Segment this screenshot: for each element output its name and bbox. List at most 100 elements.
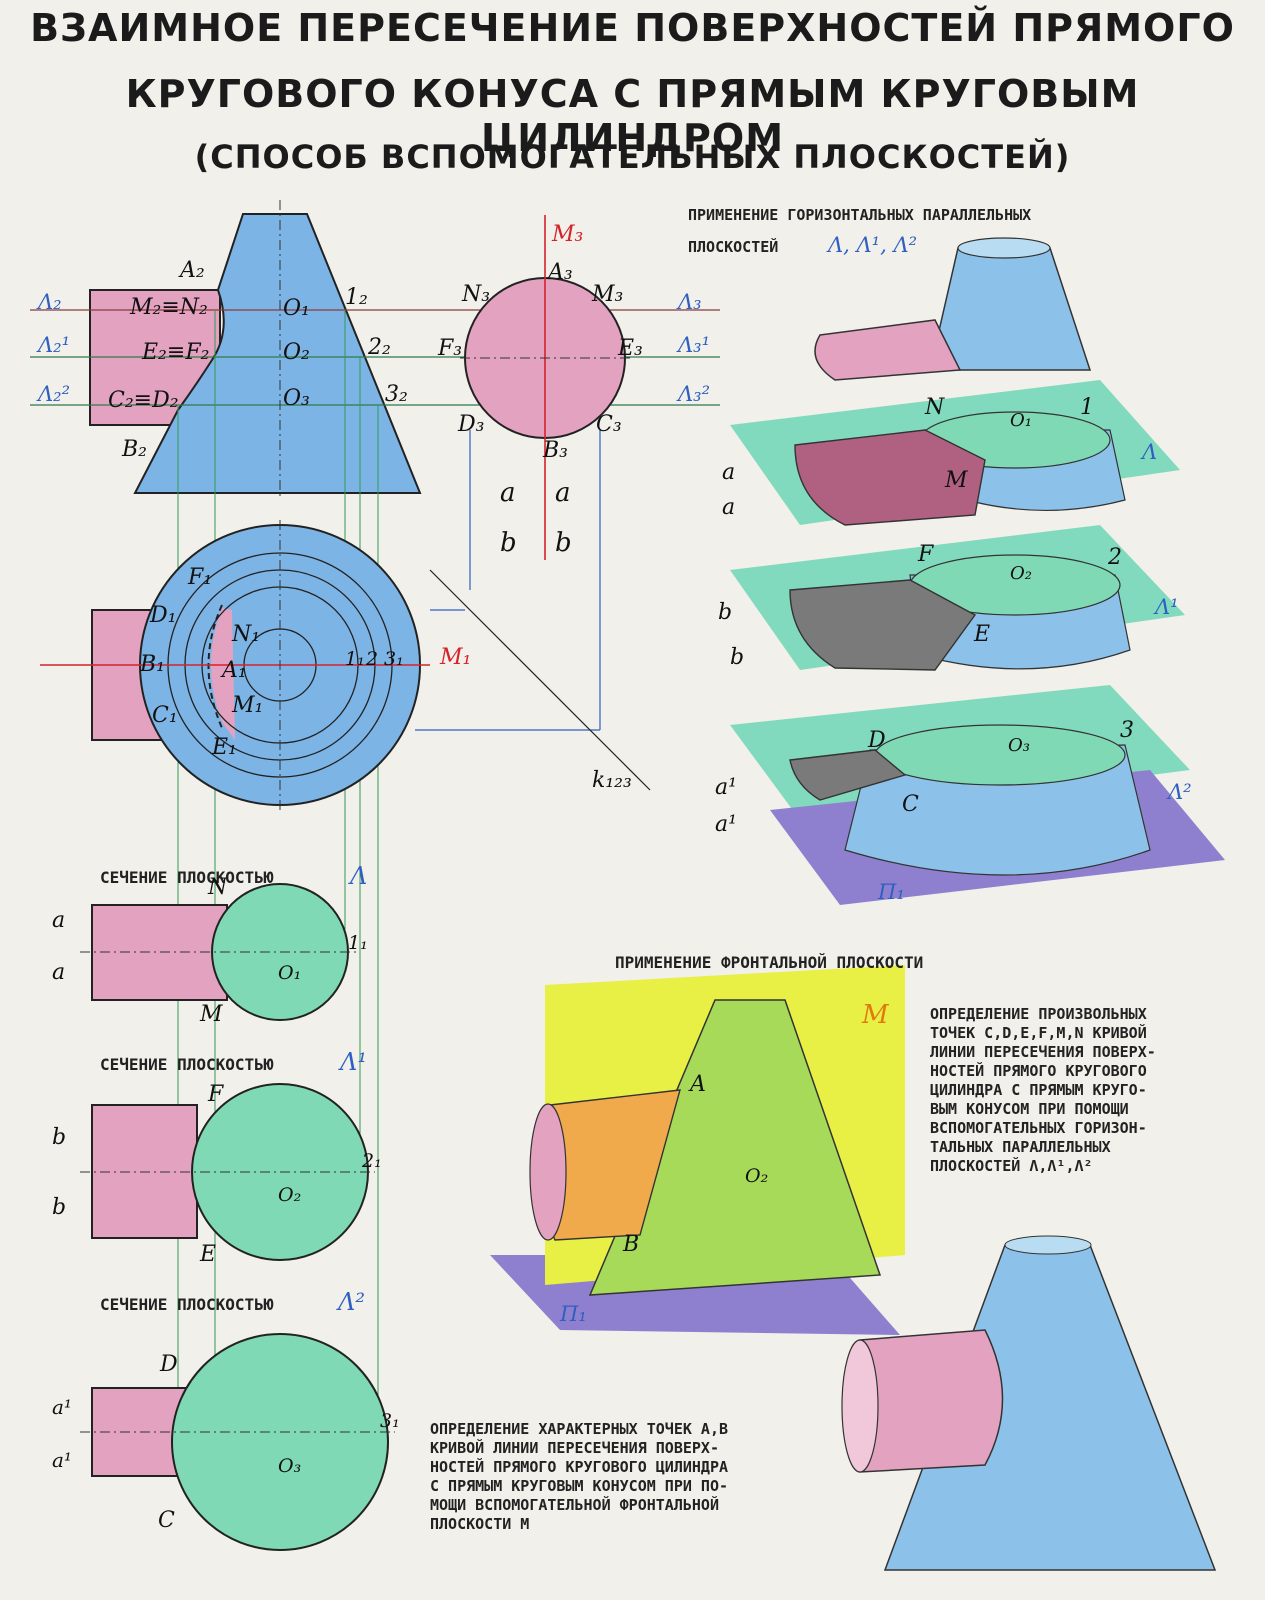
scene3-plane: Λ² [1168,780,1192,804]
label-b2: B₂ [122,437,147,462]
horizontal-planes-heading-1: ПРИМЕНЕНИЕ ГОРИЗОНТАЛЬНЫХ ПАРАЛЛЕЛЬНЫХ [688,206,1032,224]
section1-caption: СЕЧЕНИЕ ПЛОСКОСТЬЮ [100,868,274,887]
text-characteristic-line: С ПРЯМЫМ КРУГОВЫМ КОНУСОМ ПРИ ПО- [430,1477,729,1495]
label-12: 1₂ [345,285,368,310]
label-a2: A₂ [180,258,205,283]
section1-a-top: a [52,908,66,933]
frontal-plane-b: B [623,1232,640,1257]
label-c1: C₁ [152,703,178,728]
label-lambda2-2: Λ₂² [38,382,71,406]
scene3-d: D [868,728,886,753]
section2-p: 2₁ [362,1150,382,1172]
scene3-c: C [902,792,919,817]
frontal-plane-m: M [862,1000,889,1030]
text-arbitrary-line: ВСПОМОГАТЕЛЬНЫХ ГОРИЗОН- [930,1119,1147,1137]
label-m2n2: M₂≡N₂ [130,295,208,320]
label-f1: F₁ [188,565,213,590]
section1-o: O₁ [278,962,302,984]
scene1-1: 1 [1080,395,1094,420]
label-31: 3₁ [384,648,404,670]
scene1-n: N [925,395,945,420]
text-characteristic-line: ОПРЕДЕЛЕНИЕ ХАРАКТЕРНЫХ ТОЧЕК A,B [430,1420,729,1438]
frontal-plane-pi: Π₁ [560,1302,587,1326]
label-e1: E₁ [212,735,237,760]
text-arbitrary-line: НОСТЕЙ ПРЯМОГО КРУГОВОГО [930,1062,1147,1080]
label-m3-axis: M₃ [552,222,584,247]
scene3-o: O₃ [1008,735,1030,756]
scene2-f: F [918,542,934,567]
label-f3: F₃ [438,336,463,361]
label-d1: D₁ [150,603,177,628]
scene3-a1-bottom: a¹ [715,812,737,837]
label-m1-axis: M₁ [440,645,472,670]
label-dim-a-right: a [555,478,571,508]
section3-circle [171,1333,389,1551]
text-arbitrary-line: ТАЛЬНЫХ ПАРАЛЛЕЛЬНЫХ [930,1138,1111,1156]
title-line-3: (СПОСОБ ВСПОМОГАТЕЛЬНЫХ ПЛОСКОСТЕЙ) [194,138,1071,176]
text-arbitrary-line: ПЛОСКОСТЕЙ Λ,Λ¹,Λ² [930,1157,1093,1175]
label-n3: N₃ [462,282,491,307]
section2-b-top: b [52,1125,67,1150]
label-c3: C₃ [596,412,622,437]
section1-symbol: Λ [350,862,368,890]
section2-e: E [200,1242,217,1267]
section3-o: O₃ [278,1455,302,1477]
section2-caption: СЕЧЕНИЕ ПЛОСКОСТЬЮ [100,1055,274,1074]
label-32: 3₂ [385,382,408,407]
scene3-pi: Π₁ [878,880,905,904]
section3-caption: СЕЧЕНИЕ ПЛОСКОСТЬЮ [100,1295,274,1314]
text-characteristic-line: НОСТЕЙ ПРЯМОГО КРУГОВОГО ЦИЛИНДРА [430,1458,729,1476]
label-b3: B₃ [543,438,568,463]
text-arbitrary-line: ОПРЕДЕЛЕНИЕ ПРОИЗВОЛЬНЫХ [930,1005,1147,1023]
label-a3: A₃ [548,260,573,285]
frontal-plane-a: A [690,1072,706,1097]
text-characteristic-line: МОЩИ ВСПОМОГАТЕЛЬНОЙ ФРОНТАЛЬНОЙ [430,1496,719,1514]
scene2-b-top: b [718,600,733,625]
text-characteristic-line: КРИВОЙ ЛИНИИ ПЕРЕСЕЧЕНИЯ ПОВЕРХ- [430,1439,719,1457]
label-c2d2: C₂≡D₂ [108,388,179,413]
label-a1: A₁ [222,658,247,683]
label-21: 2 [366,648,379,670]
scene2-2: 2 [1108,545,1122,570]
section1-p: 1₁ [348,932,368,954]
text-arbitrary-points: ОПРЕДЕЛЕНИЕ ПРОИЗВОЛЬНЫХ ТОЧЕК C,D,E,F,M… [930,1005,1156,1176]
text-arbitrary-line: ЦИЛИНДРА С ПРЯМЫМ КРУГО- [930,1081,1147,1099]
section1-a-bottom: a [52,960,66,985]
title-line-1: ВЗАИМНОЕ ПЕРЕСЕЧЕНИЕ ПОВЕРХНОСТЕЙ ПРЯМОГ… [30,6,1235,50]
section1-n: N [208,875,228,900]
scene1-plane: Λ [1142,440,1158,464]
section3-symbol: Λ² [338,1288,365,1316]
label-o3: O₃ [283,386,310,411]
frontal-plane-heading: ПРИМЕНЕНИЕ ФРОНТАЛЬНОЙ ПЛОСКОСТИ [615,953,924,972]
horizontal-planes-heading-2: ПЛОСКОСТЕЙ [688,238,779,256]
scene2-plane: Λ¹ [1155,595,1179,619]
scene2-e: E [974,622,991,647]
label-m1: M₁ [232,693,264,718]
label-lambda2: Λ₂ [38,290,62,314]
label-o1: O₁ [283,296,310,321]
scene1-o: O₁ [1010,410,1032,431]
iso-cone-small [929,247,1092,371]
text-characteristic-points: ОПРЕДЕЛЕНИЕ ХАРАКТЕРНЫХ ТОЧЕК A,B КРИВОЙ… [430,1420,728,1534]
label-22: 2₂ [368,335,391,360]
scene2-o: O₂ [1010,563,1032,584]
text-arbitrary-line: ТОЧЕК C,D,E,F,M,N КРИВОЙ [930,1024,1147,1042]
section3-a1-top: a¹ [52,1395,72,1419]
section3-p: 3₁ [380,1410,400,1432]
label-dim-b-right: b [555,528,572,558]
horizontal-planes-heading-symbols: Λ, Λ¹, Λ² [828,233,918,257]
label-dim-b-left: b [500,528,517,558]
scene2-b-bottom: b [730,645,745,670]
text-arbitrary-line: ВЫМ КОНУСОМ ПРИ ПОМОЩИ [930,1100,1129,1118]
label-b1: B₁ [140,652,165,677]
label-e3: E₃ [618,336,643,361]
section1-m: M [200,1002,223,1027]
text-arbitrary-line: ЛИНИИ ПЕРЕСЕЧЕНИЯ ПОВЕРХ- [930,1043,1156,1061]
scene3-3: 3 [1120,718,1134,743]
scene1-a-bottom: a [722,495,736,520]
section2-o: O₂ [278,1184,302,1206]
label-lambda2-1: Λ₂¹ [38,333,71,357]
label-m3: M₃ [592,282,624,307]
